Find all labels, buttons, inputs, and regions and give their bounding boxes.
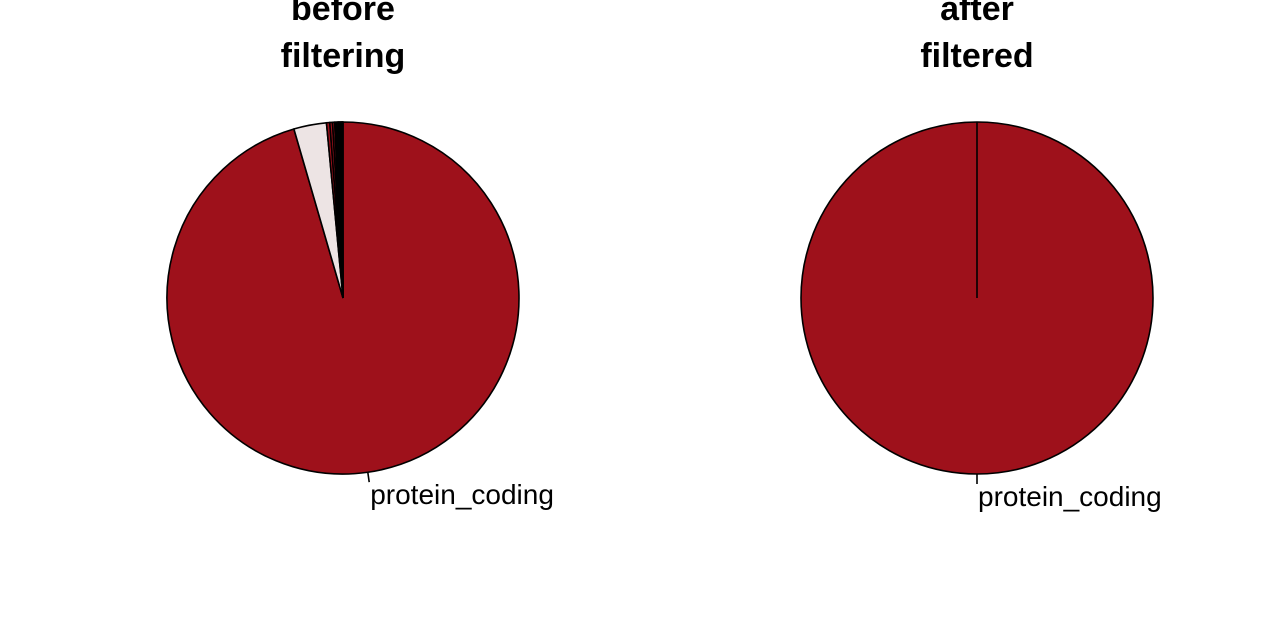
pie-slice [341, 121, 344, 299]
pie-slice-label: protein_coding [370, 479, 554, 510]
pie-chart-after-filtered: after filtered protein_coding [800, 0, 1162, 512]
chart-title-line-2: filtered [920, 37, 1033, 75]
pie-label-tick [367, 472, 370, 483]
pie-slices [166, 121, 520, 475]
pie-labels: protein_coding [367, 472, 554, 510]
pie-chart-before-filtering: before filtering protein_coding [166, 0, 554, 510]
chart-title-line-1: before [291, 0, 395, 28]
pie-labels: protein_coding [976, 474, 1162, 512]
chart-title-line-2: filtering [281, 37, 406, 75]
chart-title-line-1: after [940, 0, 1014, 28]
pie-slice-label: protein_coding [978, 481, 1162, 512]
pie-slices [800, 121, 1154, 475]
